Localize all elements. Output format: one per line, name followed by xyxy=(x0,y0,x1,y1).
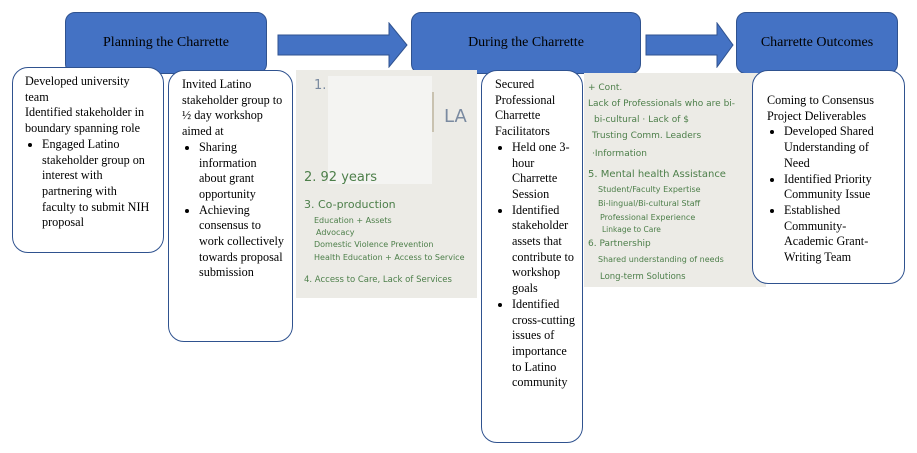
hw-line: bi-cultural · Lack of $ xyxy=(594,115,689,125)
bullet-list: Developed Shared Understanding of Need I… xyxy=(767,124,894,265)
hw-line: 3. Co-production xyxy=(304,198,396,211)
arrow-during-to-outcomes xyxy=(645,22,734,68)
bullet-item: Developed Shared Understanding of Need xyxy=(784,124,894,171)
bullet-item: Identified stakeholder assets that contr… xyxy=(512,203,576,297)
stage-outcomes-label: Charrette Outcomes xyxy=(760,35,874,50)
hw-line: + Cont. xyxy=(588,83,623,93)
box-latino-stakeholders: Invited Latino stakeholder group to ½ da… xyxy=(168,70,293,342)
bullet-item: Sharing information about grant opportun… xyxy=(199,140,284,203)
bullet-list: Sharing information about grant opportun… xyxy=(182,140,284,281)
bullet-item: Identified cross-cutting issues of impor… xyxy=(512,297,576,391)
bullet-item: Achieving consensus to work collectively… xyxy=(199,203,284,282)
whiteboard-photo-right: + Cont. Lack of Professionals who are bi… xyxy=(584,73,766,287)
box-facilitators: Secured Professional Charrette Facilitat… xyxy=(481,70,583,443)
box-intro: Invited Latino stakeholder group to ½ da… xyxy=(182,77,283,139)
box-intro: Coming to Consensus Project Deliverables xyxy=(767,93,874,123)
hw-line: 6. Partnership xyxy=(588,239,651,249)
hw-line: 4. Access to Care, Lack of Services xyxy=(304,275,452,285)
bracket-mark xyxy=(432,92,442,132)
hw-line: Domestic Violence Prevention xyxy=(314,240,434,249)
hw-line: 5. Mental health Assistance xyxy=(588,169,726,180)
hw-line: Trusting Comm. Leaders xyxy=(592,131,702,141)
stage-during-label: During the Charrette xyxy=(468,35,584,50)
box-line: Developed university team xyxy=(25,74,130,104)
hw-line: Long-term Solutions xyxy=(600,272,686,282)
whiteboard-photo-left: 1. LA 2. 92 years 3. Co-production Educa… xyxy=(296,70,477,298)
hw-line: Professional Experience xyxy=(600,213,696,222)
box-intro: Secured Professional Charrette Facilitat… xyxy=(495,77,556,139)
stage-during: During the Charrette xyxy=(411,12,641,74)
hw-line: ·Information xyxy=(592,149,647,159)
box-line: Identified stakeholder in boundary spann… xyxy=(25,105,145,136)
stage-planning: Planning the Charrette xyxy=(65,12,267,74)
hw-line: 2. 92 years xyxy=(304,170,377,185)
bullet-item: Established Community-Academic Grant-Wri… xyxy=(784,203,894,266)
hw-line: Shared understanding of needs xyxy=(598,255,724,264)
bullet-list: Engaged Latino stakeholder group on inte… xyxy=(25,137,153,231)
bullet-item: Identified Priority Community Issue xyxy=(784,172,894,203)
hw-line: Health Education + Access to Service xyxy=(314,253,465,262)
redacted-area xyxy=(328,76,432,184)
hw-line: 1. xyxy=(314,78,327,93)
bullet-list: Held one 3-hour Charrette Session Identi… xyxy=(495,140,576,391)
bullet-item: Engaged Latino stakeholder group on inte… xyxy=(42,137,153,231)
arrow-planning-to-during xyxy=(277,22,408,68)
hw-line: Advocacy xyxy=(316,228,355,237)
box-university-team: Developed university team Identified sta… xyxy=(12,67,164,253)
box-outcomes: Coming to Consensus Project Deliverables… xyxy=(752,70,905,284)
hw-line: Education + Assets xyxy=(314,216,392,225)
hw-line: Linkage to Care xyxy=(602,225,661,234)
hw-line: Student/Faculty Expertise xyxy=(598,185,701,194)
stage-planning-label: Planning the Charrette xyxy=(103,35,229,50)
hw-line: Bi-lingual/Bi-cultural Staff xyxy=(598,199,701,208)
bullet-item: Held one 3-hour Charrette Session xyxy=(512,140,576,203)
hw-line: LA xyxy=(444,106,467,127)
stage-outcomes: Charrette Outcomes xyxy=(736,12,898,74)
hw-line: Lack of Professionals who are bi- xyxy=(588,99,736,109)
